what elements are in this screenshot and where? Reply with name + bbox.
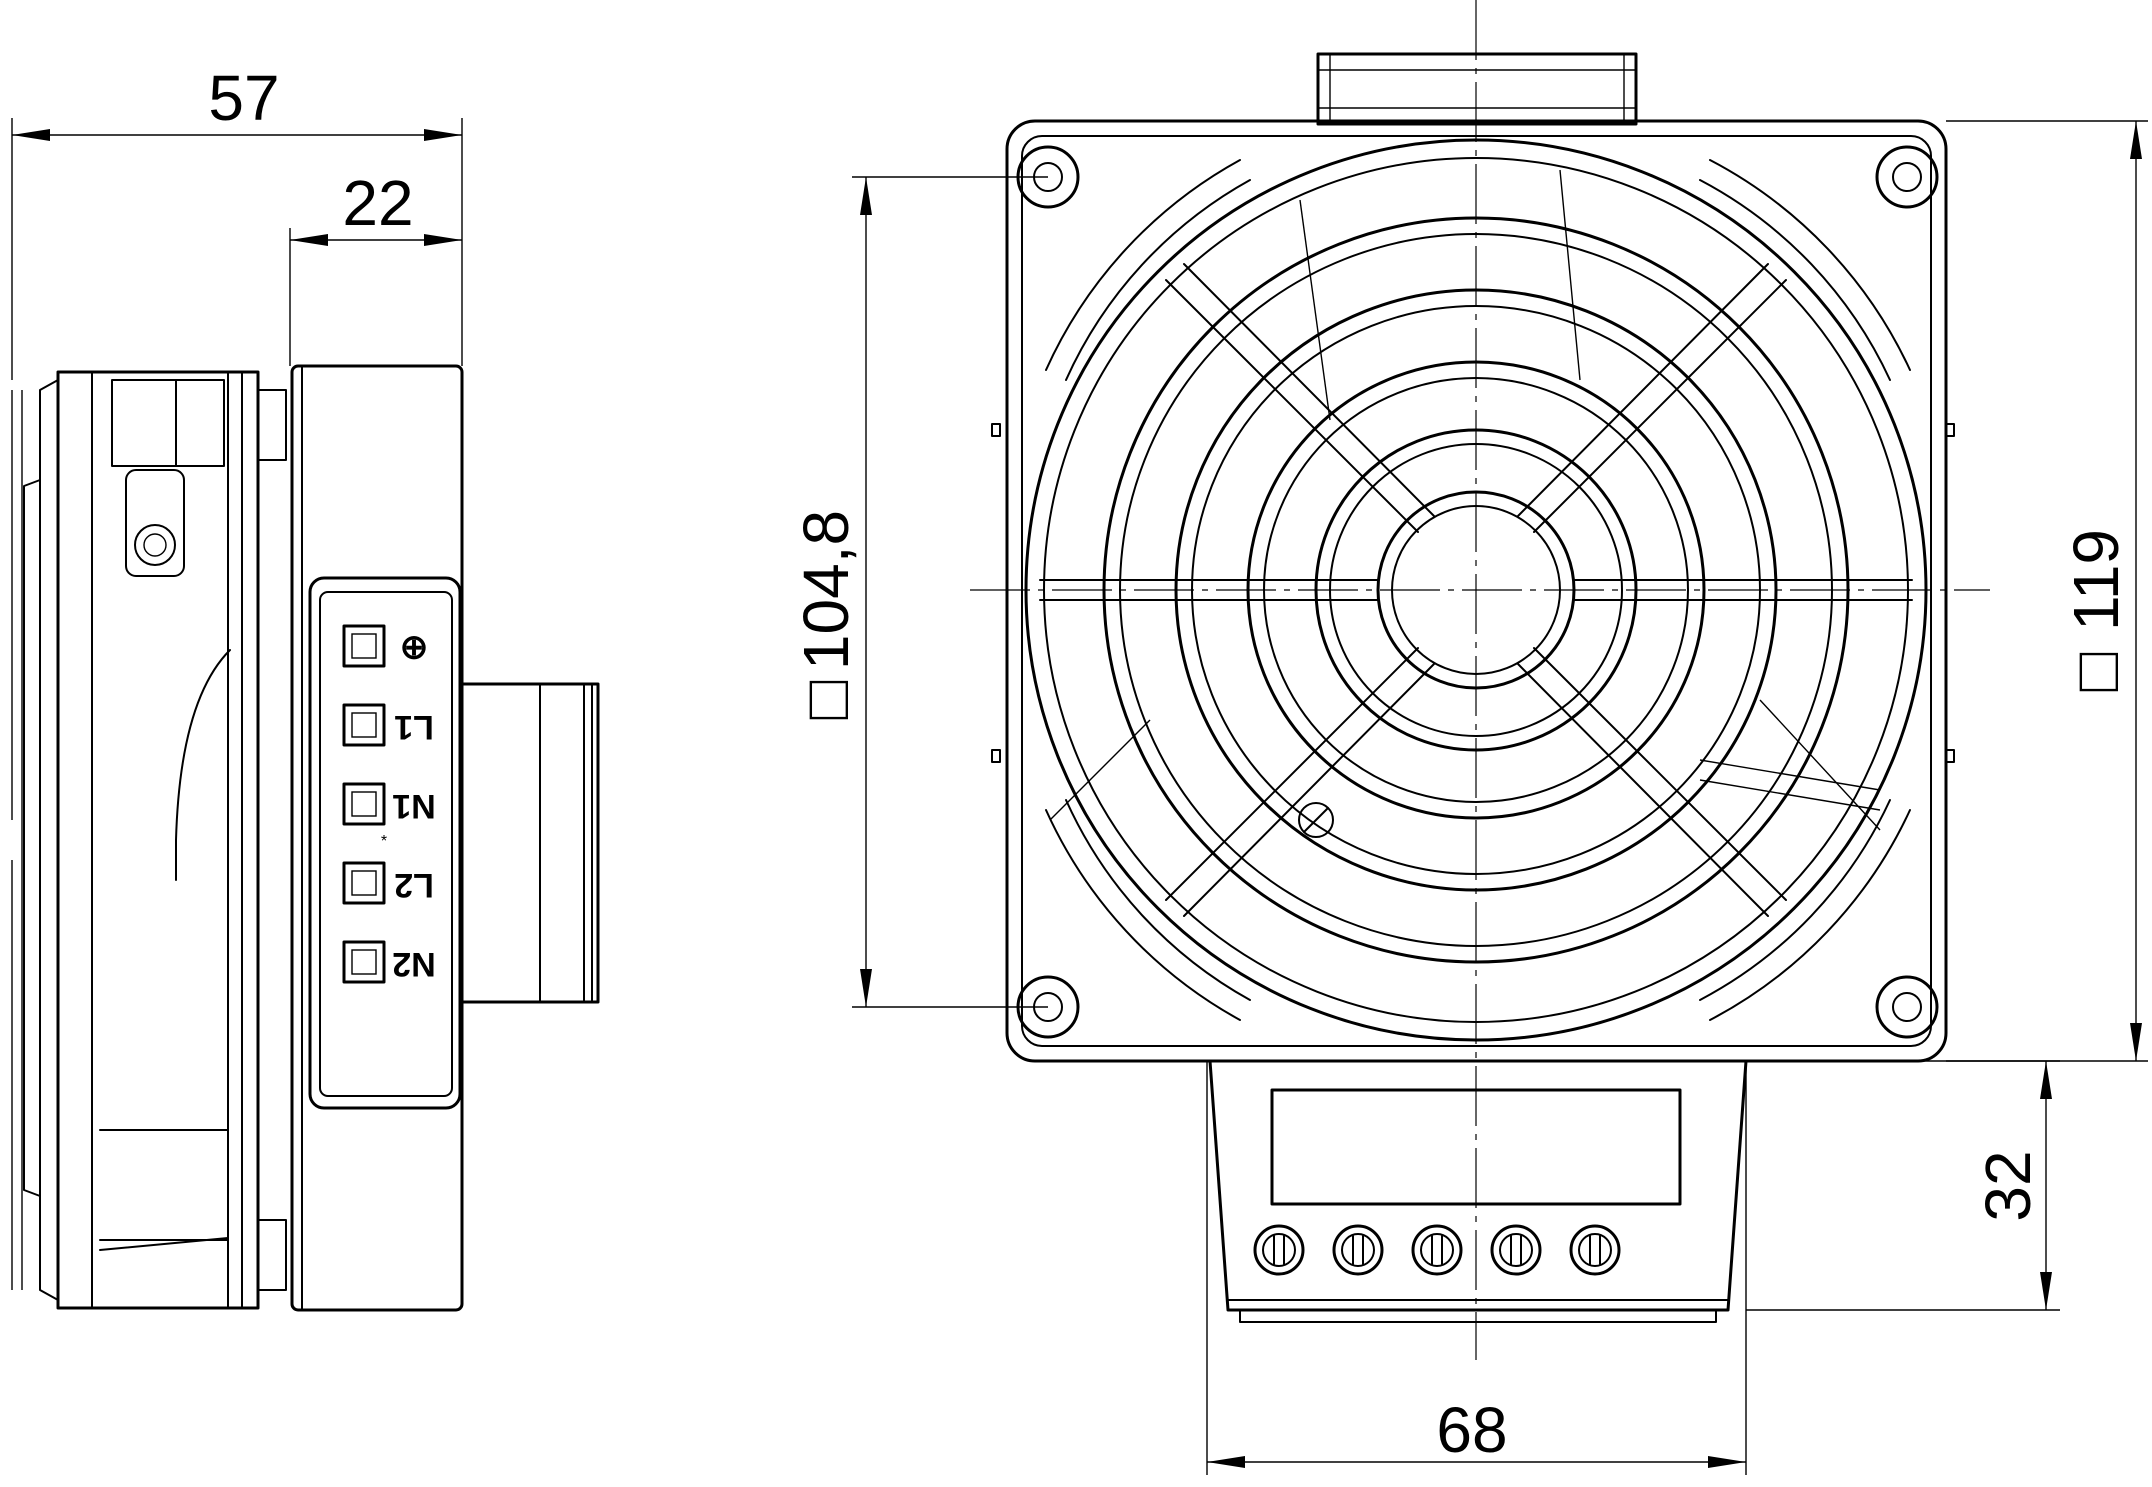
dimension-32-label: 32 (1972, 1150, 2044, 1221)
dimension-68: 68 (1206, 1061, 1747, 1475)
terminal-housing (308, 576, 462, 1110)
heater-body (290, 364, 464, 1312)
terminal-label-l2: L2 (394, 866, 434, 904)
terminal-label-l1: L1 (394, 708, 434, 746)
dimension-22-label: 22 (342, 167, 413, 239)
terminal-label-n2: N2 (392, 945, 435, 983)
bottom-terminal-box (1208, 1059, 1748, 1323)
dimension-32: 32 (1746, 1060, 2060, 1311)
dimension-119: 119 □ (1946, 120, 2148, 1062)
terminal-label-pe: ⊕ (400, 629, 429, 667)
corner-ribs (1045, 159, 1911, 1021)
dimension-104-8: 104,8 □ (790, 176, 1048, 1008)
dimension-57-label: 57 (208, 62, 279, 134)
terminal-label-n1: N1 (392, 787, 435, 825)
terminal-star: * (381, 833, 387, 850)
square-symbol-left: □ (790, 680, 862, 719)
dimension-119-label: 119 (2060, 529, 2132, 631)
dimension-104-8-label: 104,8 (790, 510, 862, 670)
dimension-68-label: 68 (1436, 1394, 1507, 1466)
square-symbol-right: □ (2060, 652, 2132, 691)
fan-body (56, 370, 260, 1310)
dimension-57: 57 (11, 62, 463, 380)
dimension-22: 22 (289, 167, 462, 366)
terminal-screws (1253, 1224, 1621, 1276)
cable-outlet (460, 682, 600, 1004)
terminal-block-side: ⊕ L1 N1 * L2 N2 (342, 624, 436, 984)
front-view: 104,8 □ 119 □ 32 68 (790, 0, 2148, 1475)
top-connector (1316, 52, 1638, 126)
side-view: ⊕ L1 N1 * L2 N2 57 22 (11, 62, 600, 1312)
